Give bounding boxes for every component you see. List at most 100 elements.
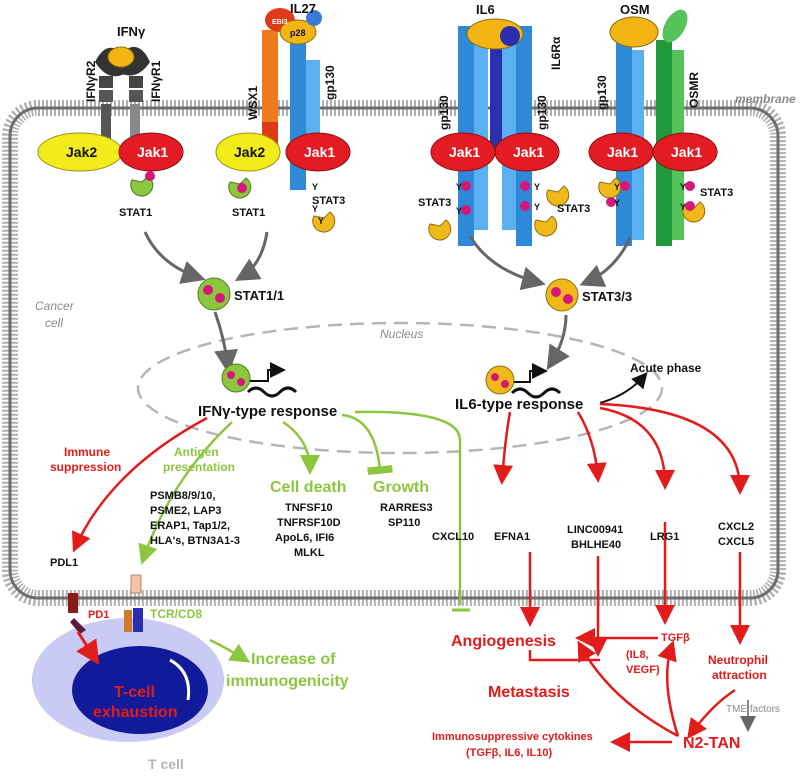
svg-text:Y: Y — [614, 198, 620, 208]
tme-label: TME factors — [726, 704, 780, 715]
svg-text:Y: Y — [680, 202, 686, 212]
ifngr1-label: IFNγR1 — [149, 60, 163, 102]
pdl1-pd1-complex — [68, 593, 100, 666]
cxcl10-label: CXCL10 — [432, 531, 474, 543]
t-cell — [32, 618, 224, 742]
svg-text:ApoL6, IFI6: ApoL6, IFI6 — [275, 532, 334, 544]
acute-phase-arrow — [599, 371, 648, 404]
stat3-label-3: STAT3 — [557, 203, 590, 215]
antigen-label-2: presentation — [163, 460, 235, 474]
il6-response-label: IL6-type response — [455, 396, 583, 413]
il6ra-label: IL6Rα — [549, 36, 563, 70]
il8-label: (IL8, — [626, 649, 649, 661]
osm-label: OSM — [620, 2, 650, 17]
svg-text:Y: Y — [318, 216, 324, 226]
il6-dna-complex — [485, 363, 562, 399]
svg-text:Y: Y — [680, 182, 686, 192]
svg-text:Y: Y — [456, 182, 462, 192]
wsx1-label: WSX1 — [246, 86, 260, 120]
gp130-label-il6-right: gp130 — [535, 95, 549, 130]
metastasis-label: Metastasis — [488, 684, 570, 701]
svg-text:PSME2, LAP3: PSME2, LAP3 — [150, 505, 222, 517]
svg-text:TNFSF10: TNFSF10 — [285, 502, 333, 514]
immune-suppression-label-1: Immune — [64, 445, 110, 459]
increase-label-1: Increase of — [251, 651, 336, 668]
il6-label: IL6 — [476, 2, 495, 17]
immunosuppressive-label-1: Immunosuppressive cytokines — [432, 731, 593, 743]
gp130-label-il6-left: gp130 — [437, 95, 451, 130]
n2tan-label: N2-TAN — [683, 735, 740, 752]
increase-label-2: immunogenicity — [226, 673, 349, 690]
tcr-label: TCR/CD8 — [150, 607, 202, 621]
svg-text:Y: Y — [312, 204, 318, 214]
cxcl5-label: CXCL5 — [718, 536, 754, 548]
gp130-label-il27: gp130 — [323, 65, 337, 100]
stat1-label-2: STAT1 — [232, 207, 265, 219]
efna1-label: EFNA1 — [494, 531, 530, 543]
tcr-cd8-complex — [124, 574, 143, 632]
stat3-label-1: STAT3 — [312, 195, 345, 207]
svg-text:Y: Y — [534, 202, 540, 212]
ifng-receptor — [95, 46, 150, 150]
svg-text:TNFRSF10D: TNFRSF10D — [277, 517, 341, 529]
svg-text:PSMB8/9/10,: PSMB8/9/10, — [150, 490, 215, 502]
ifng-branch-arrows — [72, 410, 470, 612]
immunogenicity-arrow — [209, 638, 251, 663]
gp130-label-osm: gp130 — [595, 75, 609, 110]
jak1-label-6: Jak1 — [671, 144, 702, 160]
ebi3-label: EBI3 — [272, 19, 288, 26]
neutrophil-label-1: Neutrophil — [708, 653, 768, 667]
antigen-label-1: Antigen — [174, 445, 219, 459]
tcell-label: T cell — [148, 756, 184, 772]
svg-text:Y: Y — [614, 182, 620, 192]
antigen-genes: PSMB8/9/10, PSME2, LAP3 ERAP1, Tap1/2, H… — [150, 490, 240, 547]
il6-branch-arrows — [493, 402, 750, 752]
osmr-label: OSMR — [687, 72, 701, 108]
immunosuppressive-label-2: (TGFβ, IL6, IL10) — [466, 747, 553, 759]
svg-text:Y: Y — [456, 206, 462, 216]
jak1-label-5: Jak1 — [607, 144, 638, 160]
cell-death-label: Cell death — [270, 479, 346, 496]
jak1-label-4: Jak1 — [513, 144, 544, 160]
stat11-label: STAT1/1 — [234, 288, 284, 303]
cell-death-genes: TNFSF10 TNFRSF10D ApoL6, IFI6 MLKL — [275, 502, 341, 559]
sp110-label: SP110 — [388, 517, 420, 529]
stat-dimerization-arrows — [143, 231, 632, 374]
ifngr2-label: IFNγR2 — [84, 60, 98, 102]
svg-text:HLA's, BTN3A1-3: HLA's, BTN3A1-3 — [150, 535, 240, 547]
nucleus-envelope — [136, 321, 664, 455]
stat3-dimer — [545, 278, 579, 312]
nucleus-label: Nucleus — [380, 327, 423, 341]
tcell-exhaustion-label-2: exhaustion — [93, 704, 177, 721]
jak-kinases — [37, 132, 718, 172]
il27-label: IL27 — [290, 1, 316, 16]
growth-label: Growth — [373, 479, 429, 496]
neutrophil-label-2: attraction — [712, 668, 767, 682]
stat3-label-2: STAT3 — [418, 197, 451, 209]
tyrosine-labels: YYY YY YY YY YY — [312, 182, 686, 226]
svg-text:MLKL: MLKL — [294, 547, 325, 559]
stat33-label: STAT3/3 — [582, 289, 632, 304]
pdl1-label: PDL1 — [50, 557, 78, 569]
jak1-label-2: Jak1 — [304, 144, 335, 160]
cxcl2-label: CXCL2 — [718, 521, 754, 533]
tgfb-label: TGFβ — [661, 632, 690, 644]
cancer-cell-label-2: cell — [45, 316, 63, 330]
stat-proteins — [130, 175, 706, 241]
ifng-response-label: IFNγ-type response — [198, 403, 337, 420]
ifng-dna-complex — [221, 362, 298, 398]
vegf-label: VEGF) — [626, 664, 660, 676]
jak2-label-1: Jak2 — [66, 144, 97, 160]
stat1-dimer — [197, 277, 231, 311]
svg-text:Y: Y — [312, 182, 318, 192]
cell-membrane — [2, 100, 786, 606]
lrg1-label: LRG1 — [650, 531, 679, 543]
stat3-label-4: STAT3 — [700, 187, 733, 199]
p28-label: p28 — [290, 28, 306, 38]
tcell-exhaustion-label-1: T-cell — [114, 684, 155, 701]
stat1-label-1: STAT1 — [119, 207, 152, 219]
pd1-label: PD1 — [88, 609, 109, 621]
il27-receptor — [262, 8, 322, 190]
